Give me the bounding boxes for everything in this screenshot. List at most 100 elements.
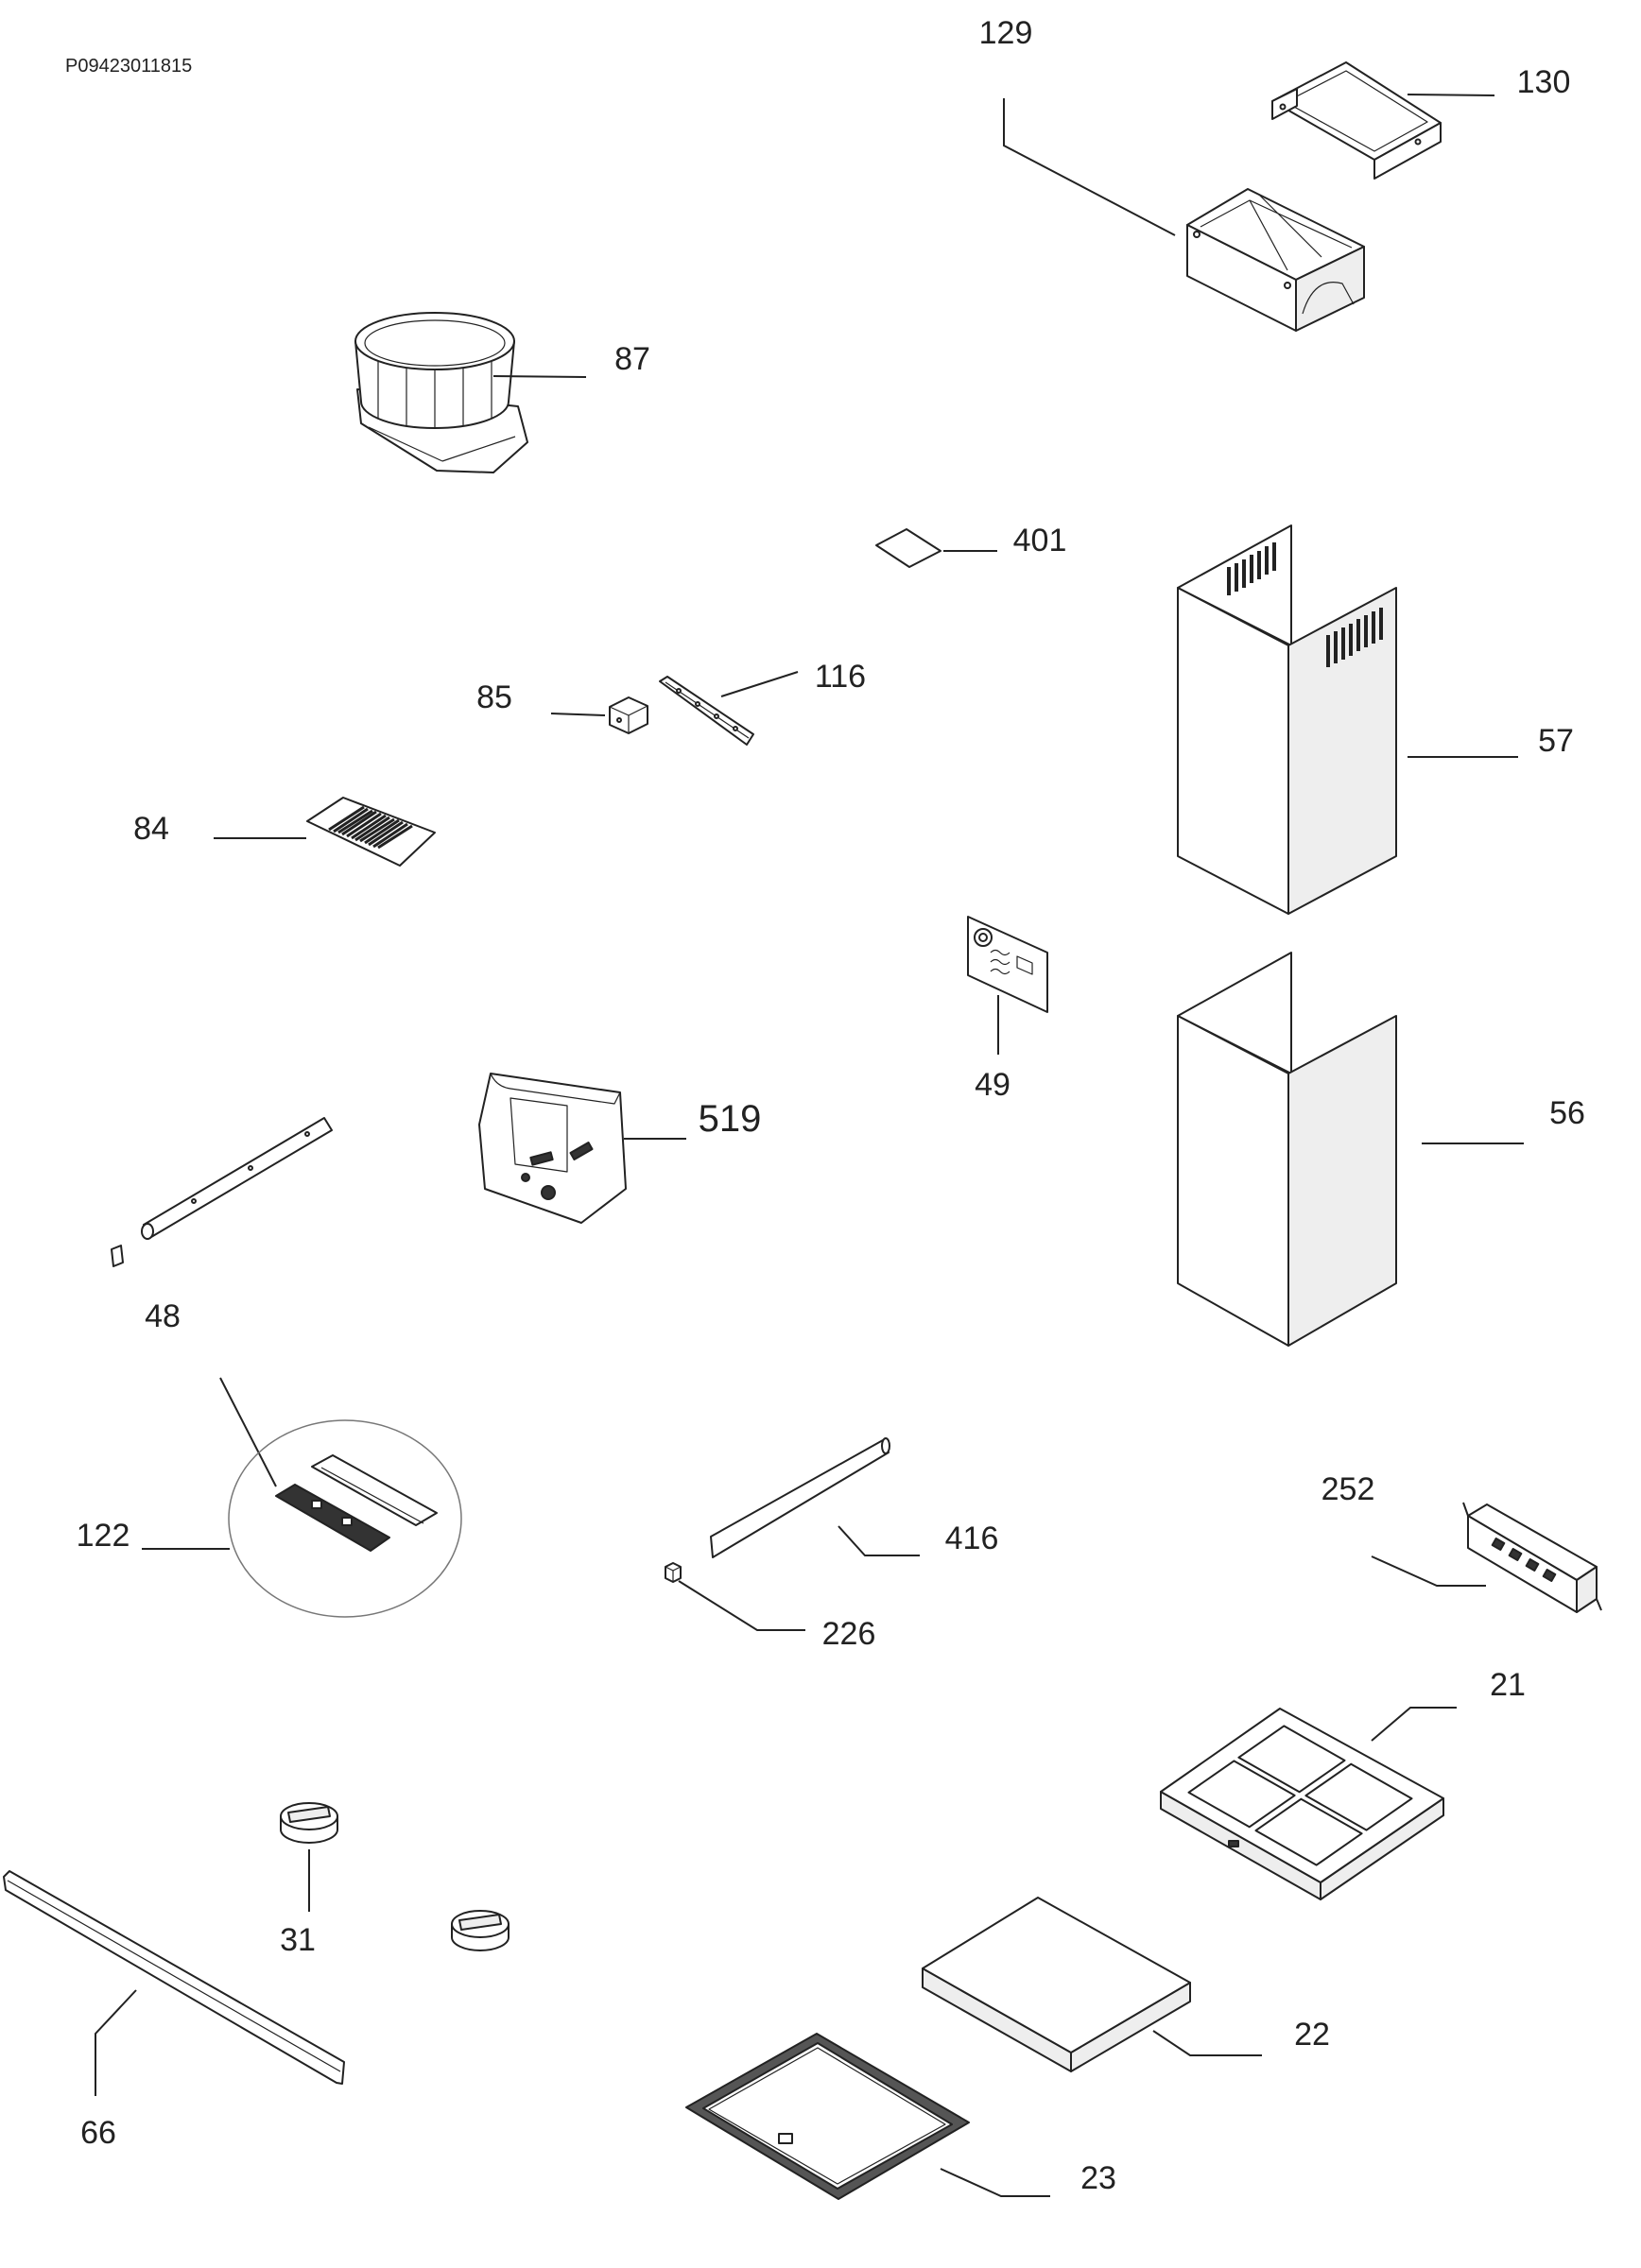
part-31-knob xyxy=(280,1802,338,1844)
part-number-84: 84 xyxy=(133,811,169,847)
leader-line-226 xyxy=(678,1580,805,1631)
part-21 xyxy=(1160,1708,1444,1900)
part-21-cell xyxy=(1237,1725,1346,1794)
part-31-knob xyxy=(451,1910,510,1951)
part-number-416: 416 xyxy=(945,1521,999,1556)
part-number-252: 252 xyxy=(1321,1471,1375,1507)
part-129-opening xyxy=(1302,282,1355,315)
part-56 xyxy=(1177,952,1397,1347)
part-56-left-face xyxy=(1177,1015,1289,1347)
part-number-85: 85 xyxy=(476,679,512,715)
part-21-cell xyxy=(1187,1760,1296,1829)
part-56-right-face xyxy=(1287,1015,1397,1347)
part-number-21: 21 xyxy=(1490,1667,1526,1703)
part-57-vent-right xyxy=(1326,608,1383,667)
part-87-top-rim xyxy=(354,312,515,370)
part-87-base-edge-2 xyxy=(441,436,516,462)
part-49-wave xyxy=(990,958,1011,966)
part-49-wave xyxy=(990,968,1011,975)
part-122-board-edge xyxy=(320,1467,424,1524)
part-31 xyxy=(280,1802,510,1951)
part-57 xyxy=(1177,524,1397,915)
part-226 xyxy=(665,1562,682,1583)
part-122-back-board xyxy=(311,1454,438,1526)
part-number-226: 226 xyxy=(822,1616,876,1652)
part-122-front-board xyxy=(275,1484,390,1552)
part-57-right-face xyxy=(1287,587,1397,915)
leader-line-416 xyxy=(838,1525,920,1556)
leader-line-48 xyxy=(219,1377,277,1487)
part-number-66: 66 xyxy=(80,2115,116,2151)
part-23-frame xyxy=(685,2033,970,2200)
part-number-87: 87 xyxy=(614,341,650,377)
part-252-marking xyxy=(1542,1569,1557,1582)
part-number-519: 519 xyxy=(699,1098,762,1140)
part-87 xyxy=(354,312,528,473)
part-519-insert xyxy=(510,1097,568,1173)
part-130-hole xyxy=(1279,103,1287,111)
part-252-tab xyxy=(1462,1502,1469,1517)
part-85 xyxy=(609,696,648,734)
leader-line-129 xyxy=(1003,98,1176,236)
part-57-vent-left xyxy=(1227,542,1276,595)
part-519-screw xyxy=(529,1151,554,1166)
part-number-130: 130 xyxy=(1517,64,1571,100)
part-130-hole xyxy=(1414,138,1422,146)
part-116 xyxy=(659,676,754,746)
part-number-56: 56 xyxy=(1549,1095,1585,1131)
part-48-hole xyxy=(191,1198,197,1204)
part-66 xyxy=(3,1870,345,2085)
part-122-detail-circle xyxy=(228,1419,462,1618)
part-49-knob-center xyxy=(978,933,988,942)
part-number-129: 129 xyxy=(979,15,1033,51)
part-519-screw xyxy=(569,1142,594,1160)
part-252-marking xyxy=(1525,1558,1540,1572)
part-21-cell xyxy=(1254,1797,1363,1866)
part-122-component xyxy=(311,1500,322,1509)
part-48-hole xyxy=(304,1131,310,1137)
part-48-rod-end xyxy=(141,1223,154,1240)
part-519-fixing xyxy=(541,1185,556,1200)
part-48-hole xyxy=(248,1165,253,1171)
part-129 xyxy=(1186,188,1365,332)
part-84 xyxy=(306,797,436,867)
part-129-hole xyxy=(1193,231,1201,238)
part-116-rail xyxy=(659,676,754,746)
part-21-cell xyxy=(1304,1762,1413,1831)
part-519 xyxy=(478,1073,627,1224)
part-48-rod xyxy=(143,1117,333,1238)
part-number-22: 22 xyxy=(1294,2017,1330,2053)
part-116-hole xyxy=(695,701,700,707)
part-number-401: 401 xyxy=(1013,523,1067,558)
part-129-inner-diagonal-2 xyxy=(1258,194,1322,258)
leader-line-87 xyxy=(492,375,587,378)
part-401-plate xyxy=(875,528,941,568)
part-number-116: 116 xyxy=(815,659,866,695)
part-130-inner-rim xyxy=(1285,70,1428,152)
leader-line-252 xyxy=(1371,1555,1486,1587)
part-22-top xyxy=(922,1897,1191,2053)
part-21-frame-top xyxy=(1160,1708,1444,1883)
part-252-tab xyxy=(1596,1598,1602,1611)
part-84-panel xyxy=(306,797,436,867)
part-130-right-flange xyxy=(1373,122,1442,180)
part-116-hole xyxy=(714,713,719,719)
part-number-31: 31 xyxy=(280,1922,316,1958)
part-416-strip-end xyxy=(881,1437,890,1454)
leader-line-22 xyxy=(1152,2030,1262,2056)
part-85-hole xyxy=(616,717,622,723)
part-49-wave xyxy=(990,949,1011,956)
part-number-49: 49 xyxy=(975,1067,1011,1103)
part-129-hole xyxy=(1284,282,1291,289)
part-122 xyxy=(228,1419,462,1618)
leader-line-130 xyxy=(1407,94,1495,96)
leader-line-85 xyxy=(550,713,606,716)
part-519-fold xyxy=(490,1073,621,1105)
document-code: P09423011815 xyxy=(65,56,192,77)
leader-line-116 xyxy=(720,671,799,697)
part-116-hole xyxy=(676,688,682,694)
part-122-component xyxy=(341,1517,353,1526)
part-519-bag xyxy=(478,1073,627,1224)
part-87-base-edge xyxy=(368,426,443,462)
part-116-hole xyxy=(733,726,738,731)
